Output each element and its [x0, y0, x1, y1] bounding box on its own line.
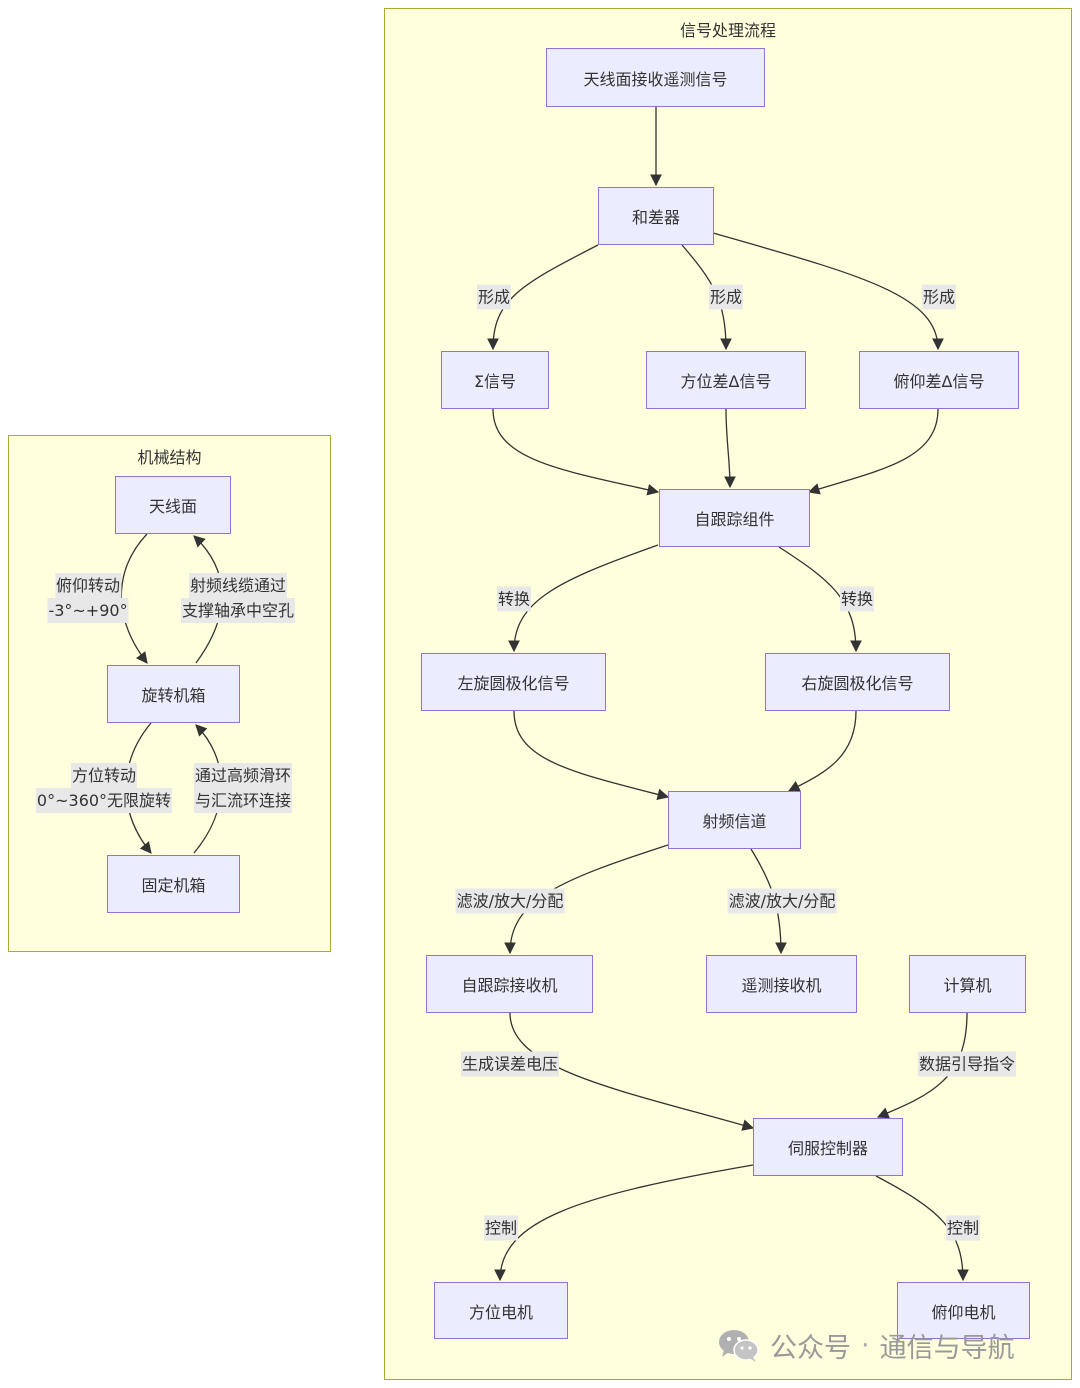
label-pitch-rotation: 俯仰转动-3°~+90°: [47, 573, 129, 623]
node-azimuth-motor: 方位电机: [434, 1282, 568, 1339]
edge-sigma-to-track: [492, 408, 660, 496]
node-azimuth-delta: 方位差Δ信号: [646, 351, 806, 409]
edge-trkrx-to-servo: [509, 1012, 755, 1131]
label-filter-tmrx: 滤波/放大/分配: [727, 888, 837, 914]
node-rf-channel: 射频信道: [668, 791, 801, 849]
wechat-icon: [719, 1329, 759, 1362]
label-filter-trackrx: 滤波/放大/分配: [455, 888, 565, 914]
edge-hybrid-to-sigma: [487, 244, 599, 351]
edge-track-to-rhcp: [778, 546, 862, 653]
label-convert-lhcp: 转换: [496, 586, 532, 612]
edge-azdelta-to-track: [724, 408, 736, 489]
label-control-el: 控制: [945, 1215, 981, 1241]
edge-track-to-lhcp: [508, 544, 659, 653]
edge-computer-to-servo: [876, 1012, 968, 1119]
edge-servo-to-elmotor: [875, 1175, 969, 1282]
edge-eldelta-to-track: [807, 408, 939, 495]
node-autotrack-receiver: 自跟踪接收机: [426, 955, 593, 1013]
node-servo-controller: 伺服控制器: [753, 1118, 903, 1176]
label-control-az: 控制: [483, 1215, 519, 1241]
watermark: 公众号 · 通信与导航: [718, 1326, 1015, 1365]
node-computer: 计算机: [909, 955, 1026, 1013]
node-antenna: 天线面: [115, 476, 231, 534]
watermark-right: 通信与导航: [879, 1333, 1015, 1364]
label-rf-cable: 射频线缆通过支撑轴承中空孔: [180, 573, 296, 623]
node-lhcp-signal: 左旋圆极化信号: [421, 653, 606, 711]
label-form-sigma: 形成: [476, 284, 512, 310]
edge-servo-to-azmotor: [494, 1164, 754, 1282]
label-form-eldelta: 形成: [921, 284, 957, 310]
label-guidance-command: 数据引导指令: [917, 1051, 1017, 1077]
watermark-left: 公众号: [770, 1333, 851, 1364]
node-receive-telemetry: 天线面接收遥测信号: [546, 48, 765, 107]
node-telemetry-receiver: 遥测接收机: [706, 955, 857, 1013]
node-rhcp-signal: 右旋圆极化信号: [765, 653, 950, 711]
edge-hybrid-to-eldelta: [712, 232, 944, 351]
edge-rhcp-to-rfch: [787, 710, 857, 792]
label-error-voltage: 生成误差电压: [460, 1051, 560, 1077]
edge-antenna-to-rotbox: [120, 533, 148, 664]
label-slip-ring: 通过高频滑环与汇流环连接: [193, 763, 293, 813]
label-convert-rhcp: 转换: [839, 586, 875, 612]
node-autotrack-assembly: 自跟踪组件: [659, 489, 810, 547]
label-form-azdelta: 形成: [708, 284, 744, 310]
signal-flow-title: 信号处理流程: [679, 21, 776, 40]
watermark-dot: ·: [861, 1330, 870, 1361]
node-fixed-box: 固定机箱: [107, 855, 240, 913]
node-elevation-delta: 俯仰差Δ信号: [859, 351, 1019, 409]
node-sigma-signal: Σ信号: [441, 351, 549, 409]
mechanical-structure-title: 机械结构: [137, 448, 202, 467]
node-elevation-motor: 俯仰电机: [897, 1282, 1030, 1339]
edge-lhcp-to-rfch: [513, 710, 670, 801]
node-hybrid: 和差器: [598, 187, 714, 245]
node-rotating-box: 旋转机箱: [107, 665, 240, 723]
